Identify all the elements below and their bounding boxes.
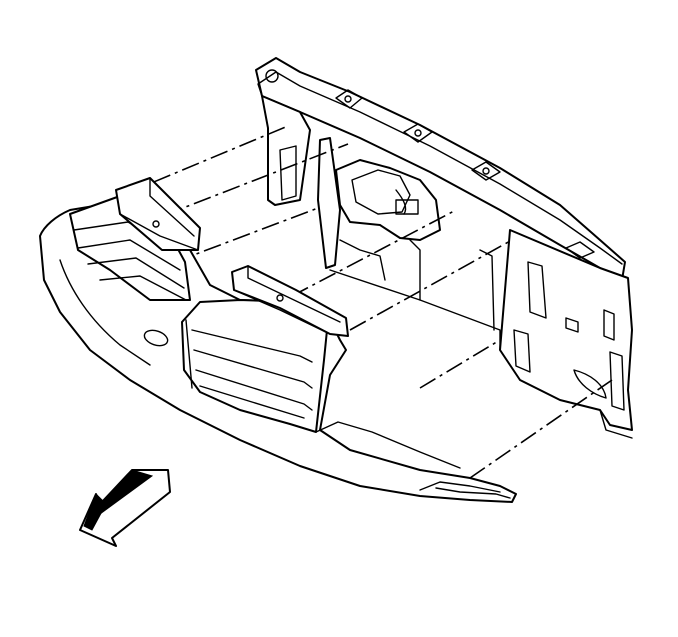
upper-mounting-bracket-center <box>231 265 349 337</box>
lower-valance-lip <box>435 487 511 499</box>
alignment-lines <box>124 125 613 479</box>
radiator-support <box>255 57 633 439</box>
front-direction-arrow-icon <box>79 469 171 547</box>
grille-right-opening <box>181 299 329 433</box>
upper-mounting-bracket-left <box>115 177 201 251</box>
emblem-recess <box>143 329 169 347</box>
